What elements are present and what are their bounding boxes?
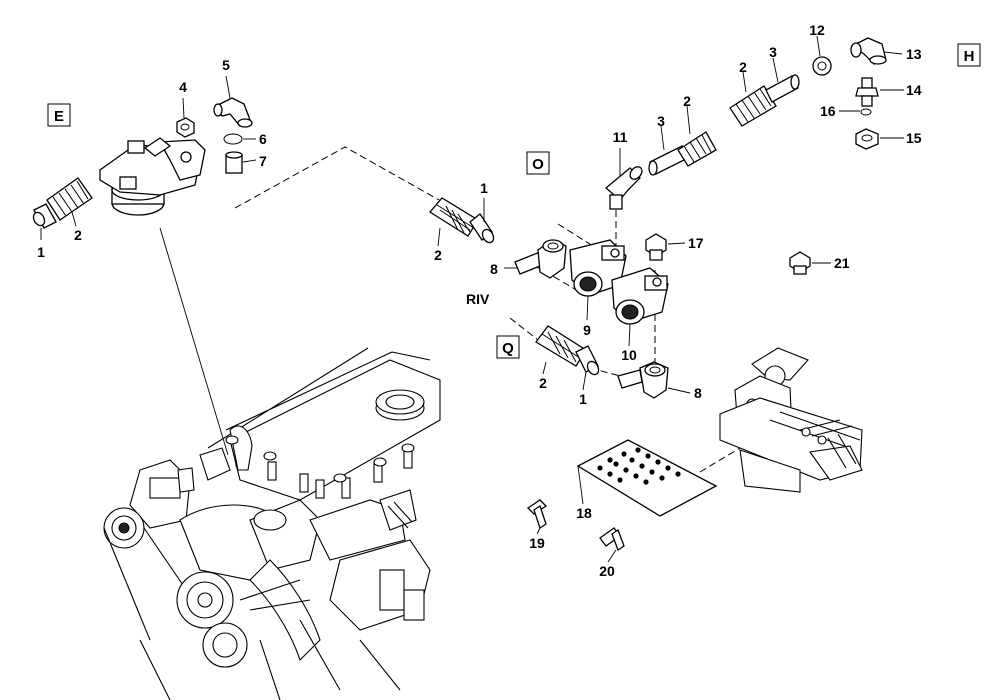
section-label-e: E (54, 108, 64, 125)
callout-13: 13 (906, 46, 922, 62)
callout-11: 11 (613, 129, 628, 145)
elbow-5 (213, 97, 253, 128)
bolt-20 (599, 527, 625, 551)
leader-lines (40, 35, 904, 563)
elbow-8-q (617, 361, 669, 399)
callout-21: 21 (834, 255, 850, 271)
callout-9: 9 (583, 322, 591, 338)
callout-18: 18 (576, 505, 592, 521)
plate-18 (576, 439, 718, 517)
bolt-19 (526, 499, 548, 530)
callout-1: 1 (480, 180, 488, 196)
section-box-q: Q (496, 335, 520, 359)
callout-19: 19 (529, 535, 545, 551)
hose-1-left (32, 203, 57, 229)
section-box-e: E (47, 103, 71, 127)
elbow-13 (850, 37, 887, 65)
ring-12 (812, 56, 832, 76)
callout-20: 20 (599, 563, 615, 579)
plug-17 (645, 233, 667, 261)
filter-housing (99, 137, 206, 216)
cap-7 (225, 151, 243, 174)
nut-15 (855, 128, 879, 150)
nut-4 (176, 117, 195, 138)
callout-10: 10 (621, 347, 637, 363)
callout-2: 2 (739, 59, 747, 75)
hose-3-upper (765, 74, 800, 103)
callout-2: 2 (434, 247, 442, 263)
callout-3: 3 (657, 113, 665, 129)
callout-numbers: 1 2 4 5 6 7 1 2 8 9 10 11 3 2 2 3 12 13 … (37, 22, 922, 579)
callout-2: 2 (539, 375, 547, 391)
elbow-11 (604, 166, 643, 210)
callout-6: 6 (259, 131, 267, 147)
elbow-8-top (514, 239, 567, 279)
callout-1: 1 (579, 391, 587, 407)
callout-1: 1 (37, 244, 45, 260)
callout-3: 3 (769, 44, 777, 60)
hose-2-center (429, 197, 479, 237)
callout-12: 12 (809, 22, 825, 38)
callout-16: 16 (820, 103, 836, 119)
callout-4: 4 (179, 79, 187, 95)
callout-15: 15 (906, 130, 922, 146)
callout-2: 2 (683, 93, 691, 109)
section-label-o: O (532, 156, 544, 173)
callout-7: 7 (259, 153, 267, 169)
riv-label: RIV (466, 291, 490, 307)
o-ring-6 (223, 133, 243, 145)
callout-8: 8 (694, 385, 702, 401)
callout-2: 2 (74, 227, 82, 243)
callout-5: 5 (222, 57, 230, 73)
hose-1-center (469, 213, 495, 244)
callout-8: 8 (490, 261, 498, 277)
plug-21 (789, 251, 811, 275)
section-box-h: H (957, 43, 981, 67)
routing-lines (159, 146, 761, 473)
callout-14: 14 (906, 82, 922, 98)
hose-2-q (535, 325, 587, 367)
mounting-bracket (719, 347, 863, 493)
engine-assembly (103, 347, 441, 700)
valve-10 (611, 267, 669, 325)
hose-2-lower (677, 131, 717, 167)
hose-1-q (575, 345, 600, 376)
section-box-o: O (526, 151, 550, 175)
section-label-h: H (964, 48, 975, 65)
fitting-14 (855, 77, 879, 107)
section-label-q: Q (502, 340, 514, 357)
callout-17: 17 (688, 235, 704, 251)
hose-2-left (46, 177, 93, 221)
hose-2-upper (729, 85, 777, 127)
o-ring-16 (860, 108, 872, 116)
